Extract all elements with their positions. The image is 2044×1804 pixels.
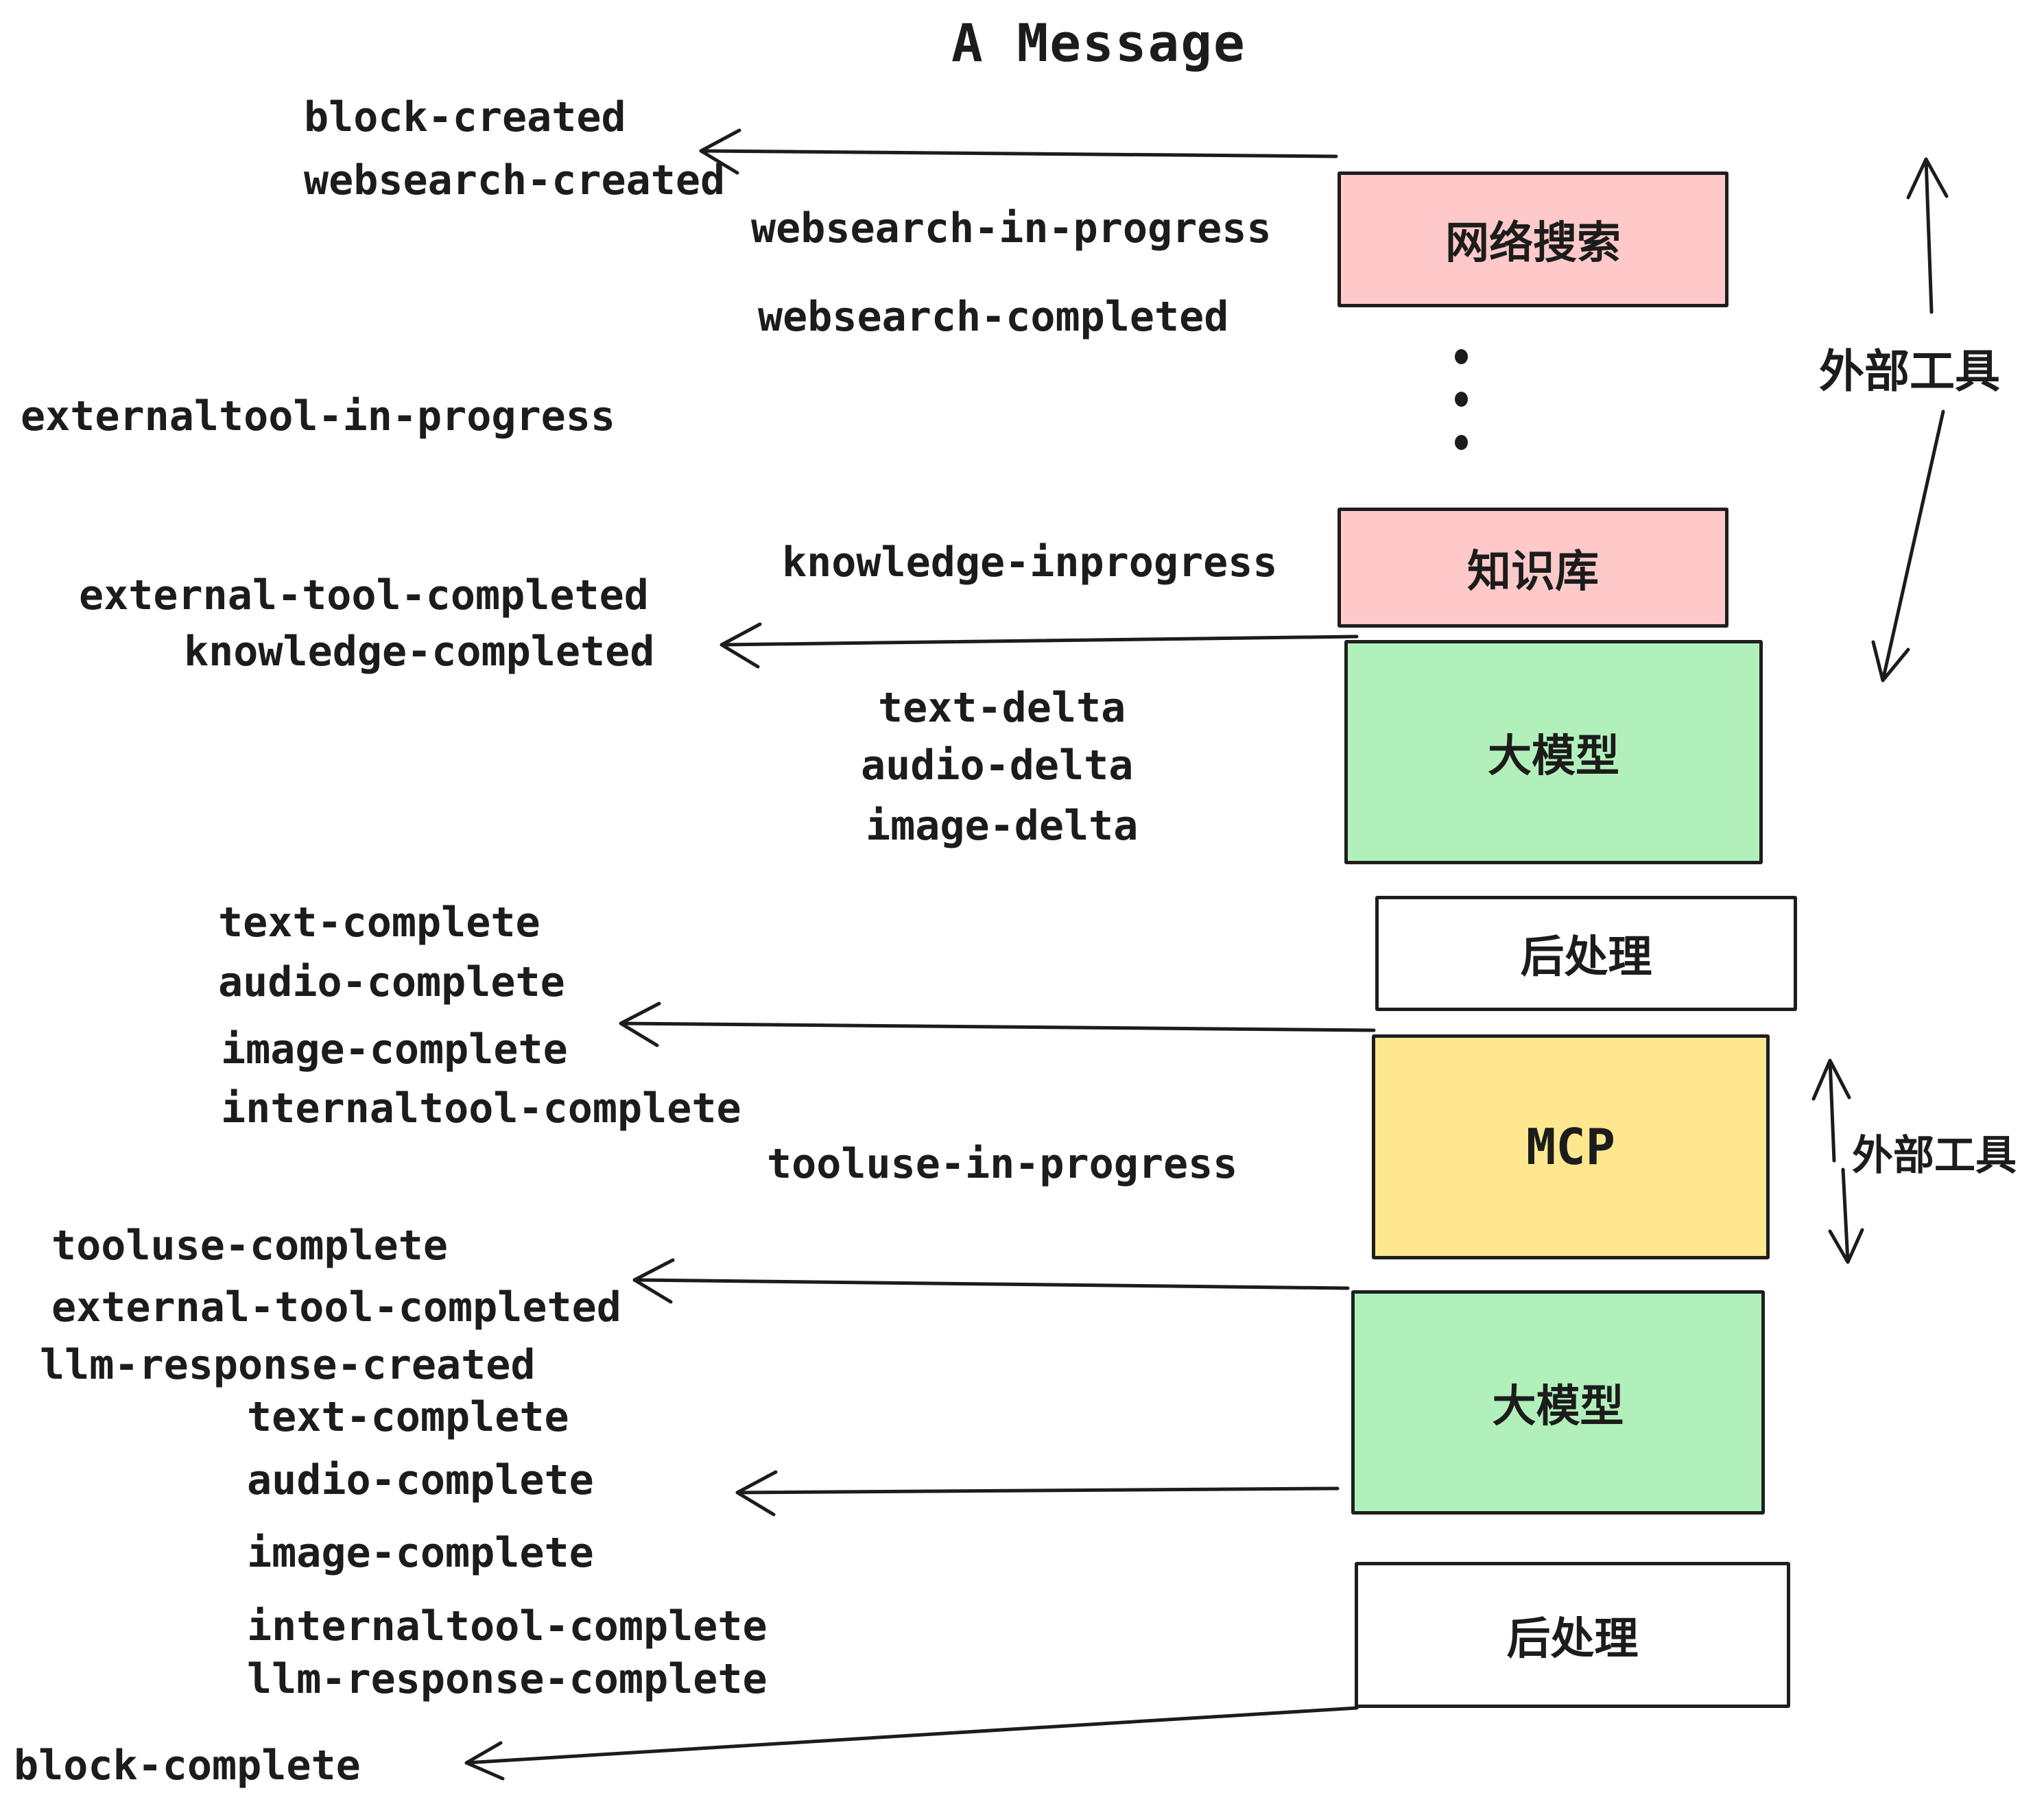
ellipsis-dot-1 — [1455, 349, 1468, 364]
event-externaltool-in-progress: externaltool-in-progress — [21, 392, 615, 440]
event-text-complete-1: text-complete — [218, 899, 540, 947]
box-post-1-label: 后处理 — [1520, 932, 1652, 982]
arrow-to-image-complete — [619, 1001, 1376, 1047]
ellipsis-dot-2 — [1455, 392, 1468, 407]
box-knowledge: 知识库 — [1338, 508, 1728, 628]
event-audio-delta-1: audio-delta — [861, 741, 1134, 790]
event-image-delta-1: image-delta — [866, 802, 1139, 850]
box-mcp-label: MCP — [1525, 1118, 1616, 1176]
event-image-complete-1: image-complete — [221, 1025, 568, 1073]
external-tools-up-arrow-top — [1906, 157, 1949, 314]
side-label-external-tools-mcp: 外部工具 — [1852, 1132, 2017, 1178]
event-llm-response-complete: llm-response-complete — [247, 1655, 768, 1703]
arrow-to-knowledge-completed — [720, 622, 1359, 669]
box-llm-2-label: 大模型 — [1492, 1381, 1624, 1431]
ellipsis-dot-3 — [1455, 435, 1468, 450]
event-text-delta-1: text-delta — [878, 684, 1126, 732]
box-websearch: 网络搜索 — [1338, 171, 1728, 307]
external-tools-down-arrow-top — [1871, 410, 1945, 683]
diagram-title: A Message — [951, 12, 1246, 73]
event-audio-complete-1: audio-complete — [218, 958, 565, 1006]
arrow-to-block-complete — [464, 1706, 1359, 1781]
box-llm-2: 大模型 — [1351, 1290, 1765, 1515]
event-image-complete-2: image-complete — [247, 1529, 594, 1577]
box-websearch-label: 网络搜索 — [1445, 218, 1621, 268]
box-post-2: 后处理 — [1355, 1562, 1790, 1708]
event-knowledge-completed: knowledge-completed — [184, 628, 655, 676]
external-tools-down-arrow-mcp — [1828, 1167, 1864, 1264]
event-external-tool-completed-1: external-tool-completed — [79, 571, 649, 619]
event-websearch-completed: websearch-completed — [758, 293, 1229, 341]
box-llm-1-label: 大模型 — [1488, 731, 1619, 781]
event-block-complete: block-complete — [14, 1742, 361, 1790]
event-tooluse-in-progress: tooluse-in-progress — [767, 1140, 1238, 1188]
box-mcp: MCP — [1372, 1034, 1770, 1259]
event-websearch-in-progress: websearch-in-progress — [751, 204, 1272, 252]
side-label-external-tools-top: 外部工具 — [1819, 346, 2000, 396]
arrow-to-audio-complete — [735, 1470, 1340, 1517]
event-internaltool-complete-1: internaltool-complete — [221, 1084, 741, 1132]
arrow-to-block-created — [699, 128, 1338, 175]
box-post-2-label: 后处理 — [1506, 1613, 1639, 1663]
event-text-complete-2: text-complete — [247, 1393, 569, 1441]
box-knowledge-label: 知识库 — [1467, 546, 1599, 596]
event-knowledge-inprogress: knowledge-inprogress — [782, 538, 1278, 586]
event-audio-complete-2: audio-complete — [247, 1456, 594, 1504]
external-tools-up-arrow-mcp — [1811, 1058, 1851, 1163]
event-llm-response-created: llm-response-created — [40, 1341, 536, 1389]
box-post-1: 后处理 — [1375, 896, 1797, 1011]
event-websearch-created: websearch-created — [304, 156, 726, 204]
arrow-to-tooluse-complete — [632, 1258, 1350, 1304]
event-external-tool-completed-2: external-tool-completed — [51, 1283, 621, 1331]
event-block-created: block-created — [304, 93, 626, 141]
event-internaltool-complete-2: internaltool-complete — [247, 1602, 768, 1650]
event-tooluse-complete: tooluse-complete — [51, 1222, 448, 1270]
box-llm-1: 大模型 — [1344, 640, 1763, 864]
